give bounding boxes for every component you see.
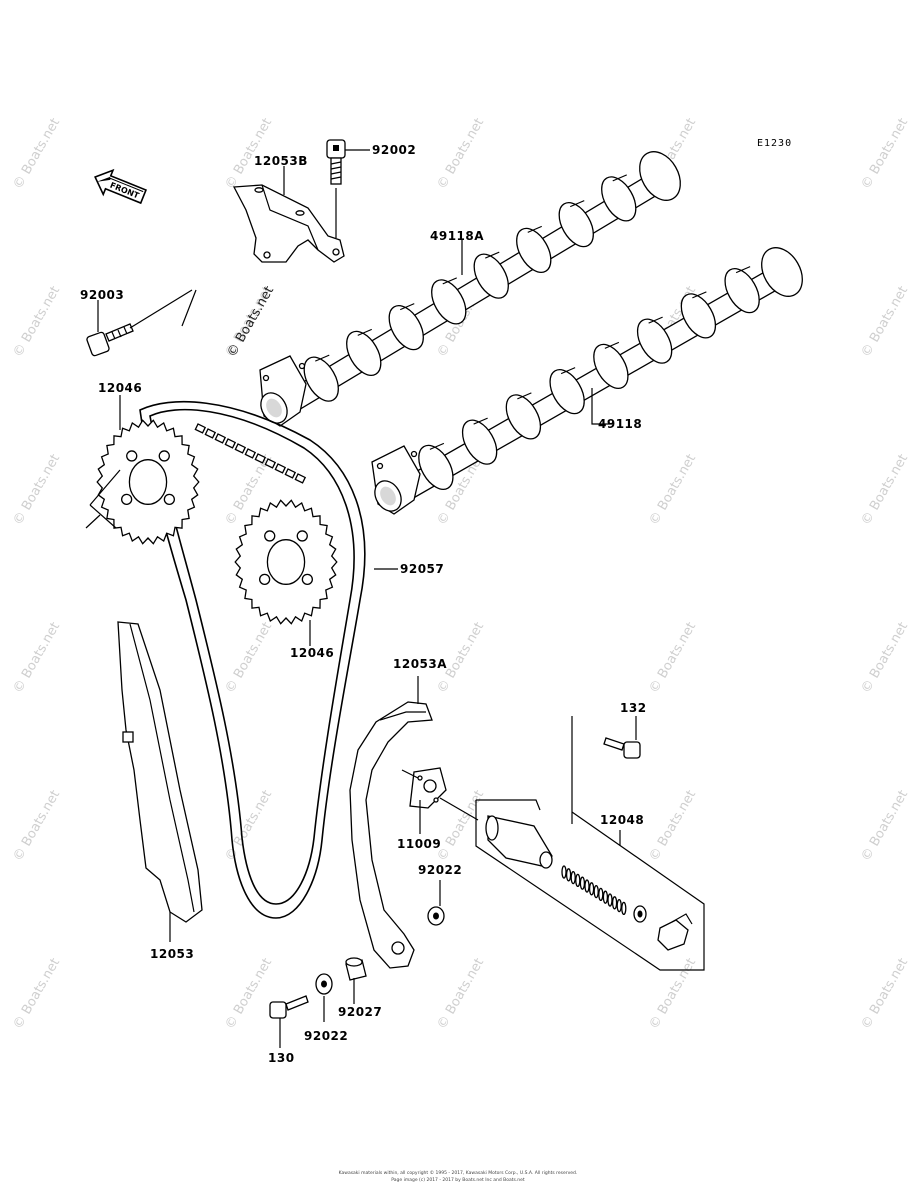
collar-92027 [345, 957, 367, 981]
chain-link [244, 448, 257, 459]
copyright-line-1: Kawasaki materials within, all copyright… [339, 1169, 578, 1176]
watermark-text: © Boats.net [858, 620, 911, 696]
chain-link [194, 423, 207, 434]
callout-12053b: 12053B [254, 154, 308, 168]
cam-chain-92057 [139, 400, 366, 919]
cam-lobe [431, 279, 467, 325]
watermark-text: © Boats.net [10, 116, 63, 192]
watermark-text: © Boats.net [646, 956, 699, 1032]
callout-92022-bottom: 92022 [304, 1029, 348, 1043]
watermark-text: © Boats.net [222, 956, 275, 1032]
bolt-92003 [86, 323, 134, 357]
watermark-text: © Boats.net [10, 788, 63, 864]
camshaft-49118 [371, 247, 803, 515]
front-arrow-icon: FRONT [94, 168, 148, 205]
chain-link [274, 463, 287, 474]
cam-lobe [473, 253, 509, 299]
chain-link [284, 468, 297, 479]
watermark-text: © Boats.net [646, 620, 699, 696]
callout-92002: 92002 [372, 143, 416, 157]
callout-92057: 92057 [400, 562, 444, 576]
chain-link [224, 438, 237, 449]
copyright-line-2: Page image (c) 2017 - 2017 by Boats.net … [391, 1177, 525, 1183]
watermark-text: © Boats.net [646, 788, 699, 864]
cam-lobe [505, 394, 542, 440]
boats-net-stamp: © Boats.net [224, 284, 277, 360]
callout-132: 132 [620, 701, 647, 715]
callout-12048: 12048 [600, 813, 644, 827]
bolt-132 [603, 737, 641, 759]
watermark-text: © Boats.net [222, 620, 275, 696]
washer-92022-bottom [315, 973, 333, 995]
chain-link [204, 428, 217, 439]
watermark-text: © Boats.net [434, 116, 487, 192]
callout-92022-right: 92022 [418, 863, 462, 877]
cam-lobe [549, 369, 585, 415]
camshaft-49118a [259, 151, 681, 427]
watermark-text: © Boats.net [858, 284, 911, 360]
watermark-text: © Boats.net [10, 956, 63, 1032]
callout-12046-bottom: 12046 [290, 646, 334, 660]
watermark-text: © Boats.net [646, 452, 699, 528]
chain-link [234, 443, 247, 454]
cam-lobe [461, 419, 498, 465]
callout-130: 130 [268, 1051, 295, 1065]
watermark-text: © Boats.net [10, 620, 63, 696]
watermark-text: © Boats.net [858, 788, 911, 864]
cam-lobe [724, 268, 760, 314]
callout-12053: 12053 [150, 947, 194, 961]
sprocket-12046-lower [234, 499, 338, 625]
watermark-text: © Boats.net [434, 956, 487, 1032]
cam-lobe [680, 293, 717, 339]
callout-49118a: 49118A [430, 229, 484, 243]
callout-12053a: 12053A [393, 657, 447, 671]
cam-lobe [593, 343, 629, 389]
cam-lobe [346, 330, 382, 376]
chain-link [294, 473, 307, 484]
diagram-code: E1230 [757, 138, 792, 149]
chain-link [214, 433, 227, 444]
gasket-11009 [409, 767, 447, 809]
callout-12046-top: 12046 [98, 381, 142, 395]
cam-lobe [303, 356, 339, 402]
chain-tensioner-12048 [475, 716, 705, 971]
cam-lobe [418, 444, 454, 490]
bolt-92002 [326, 139, 346, 185]
sprocket-12046-upper [96, 419, 200, 545]
watermark-text: © Boats.net [858, 956, 911, 1032]
watermark-text: © Boats.net [10, 284, 63, 360]
chain-guide-12053 [117, 621, 203, 923]
callout-92003: 92003 [80, 288, 124, 302]
callout-49118: 49118 [598, 417, 642, 431]
tensioner-guide-12053a [349, 701, 433, 969]
callout-11009: 11009 [397, 837, 441, 851]
washer-92022-right [427, 906, 445, 926]
watermark-text: © Boats.net [858, 116, 911, 192]
cam-lobe [636, 318, 673, 364]
chain-link [254, 453, 267, 464]
cam-lobe [558, 202, 594, 248]
cam-lobe [601, 176, 637, 222]
chain-link [264, 458, 277, 469]
cam-lobe [516, 227, 552, 273]
bolt-130 [269, 995, 309, 1019]
chain-guide-bracket-12053b [232, 184, 345, 263]
cam-lobe [388, 305, 424, 351]
watermark-text: © Boats.net [858, 452, 911, 528]
callout-92027: 92027 [338, 1005, 382, 1019]
watermark-text: © Boats.net [10, 452, 63, 528]
